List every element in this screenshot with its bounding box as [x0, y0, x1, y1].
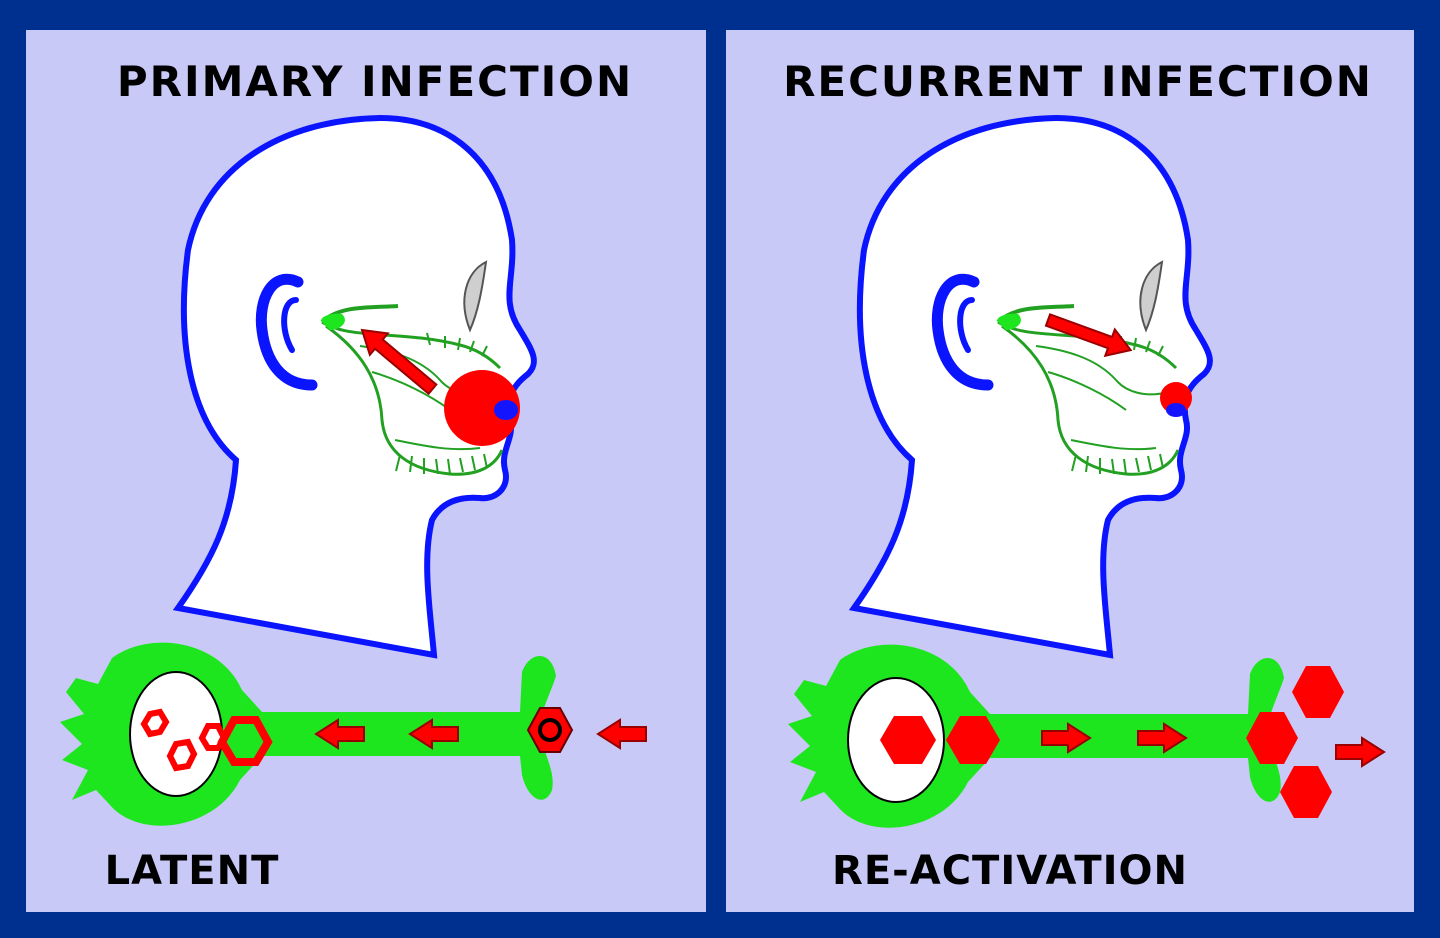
hexagon-virus-icon [198, 723, 228, 751]
neuron-nucleus [129, 671, 223, 797]
lip-spot [494, 400, 518, 420]
hexagon-virus-icon [140, 708, 170, 738]
red-arrow-icon [1044, 313, 1133, 358]
hexagon-virus-icon [1246, 712, 1298, 764]
left-head [178, 118, 534, 655]
red-arrow-icon [360, 328, 438, 396]
right-panel-title: RECURRENT INFECTION [783, 57, 1373, 106]
right-neuron [788, 644, 1385, 828]
right-head [854, 118, 1210, 655]
left-neuron [60, 642, 647, 826]
lip-spot [1166, 403, 1186, 417]
left-panel-caption: LATENT [105, 848, 280, 894]
hexagon-virus-icon [1280, 766, 1332, 818]
right-panel-caption: RE-ACTIVATION [832, 848, 1188, 894]
hexagon-virus-icon [946, 716, 1000, 764]
hexagon-virus-icon [217, 716, 273, 766]
left-panel-title: PRIMARY INFECTION [117, 57, 633, 106]
hexagon-virus-icon [526, 707, 574, 753]
hexagon-virus-icon [880, 716, 936, 764]
primary-lesion [444, 370, 520, 446]
hexagon-virus-icon [1292, 666, 1344, 718]
hexagon-virus-icon [166, 738, 198, 772]
